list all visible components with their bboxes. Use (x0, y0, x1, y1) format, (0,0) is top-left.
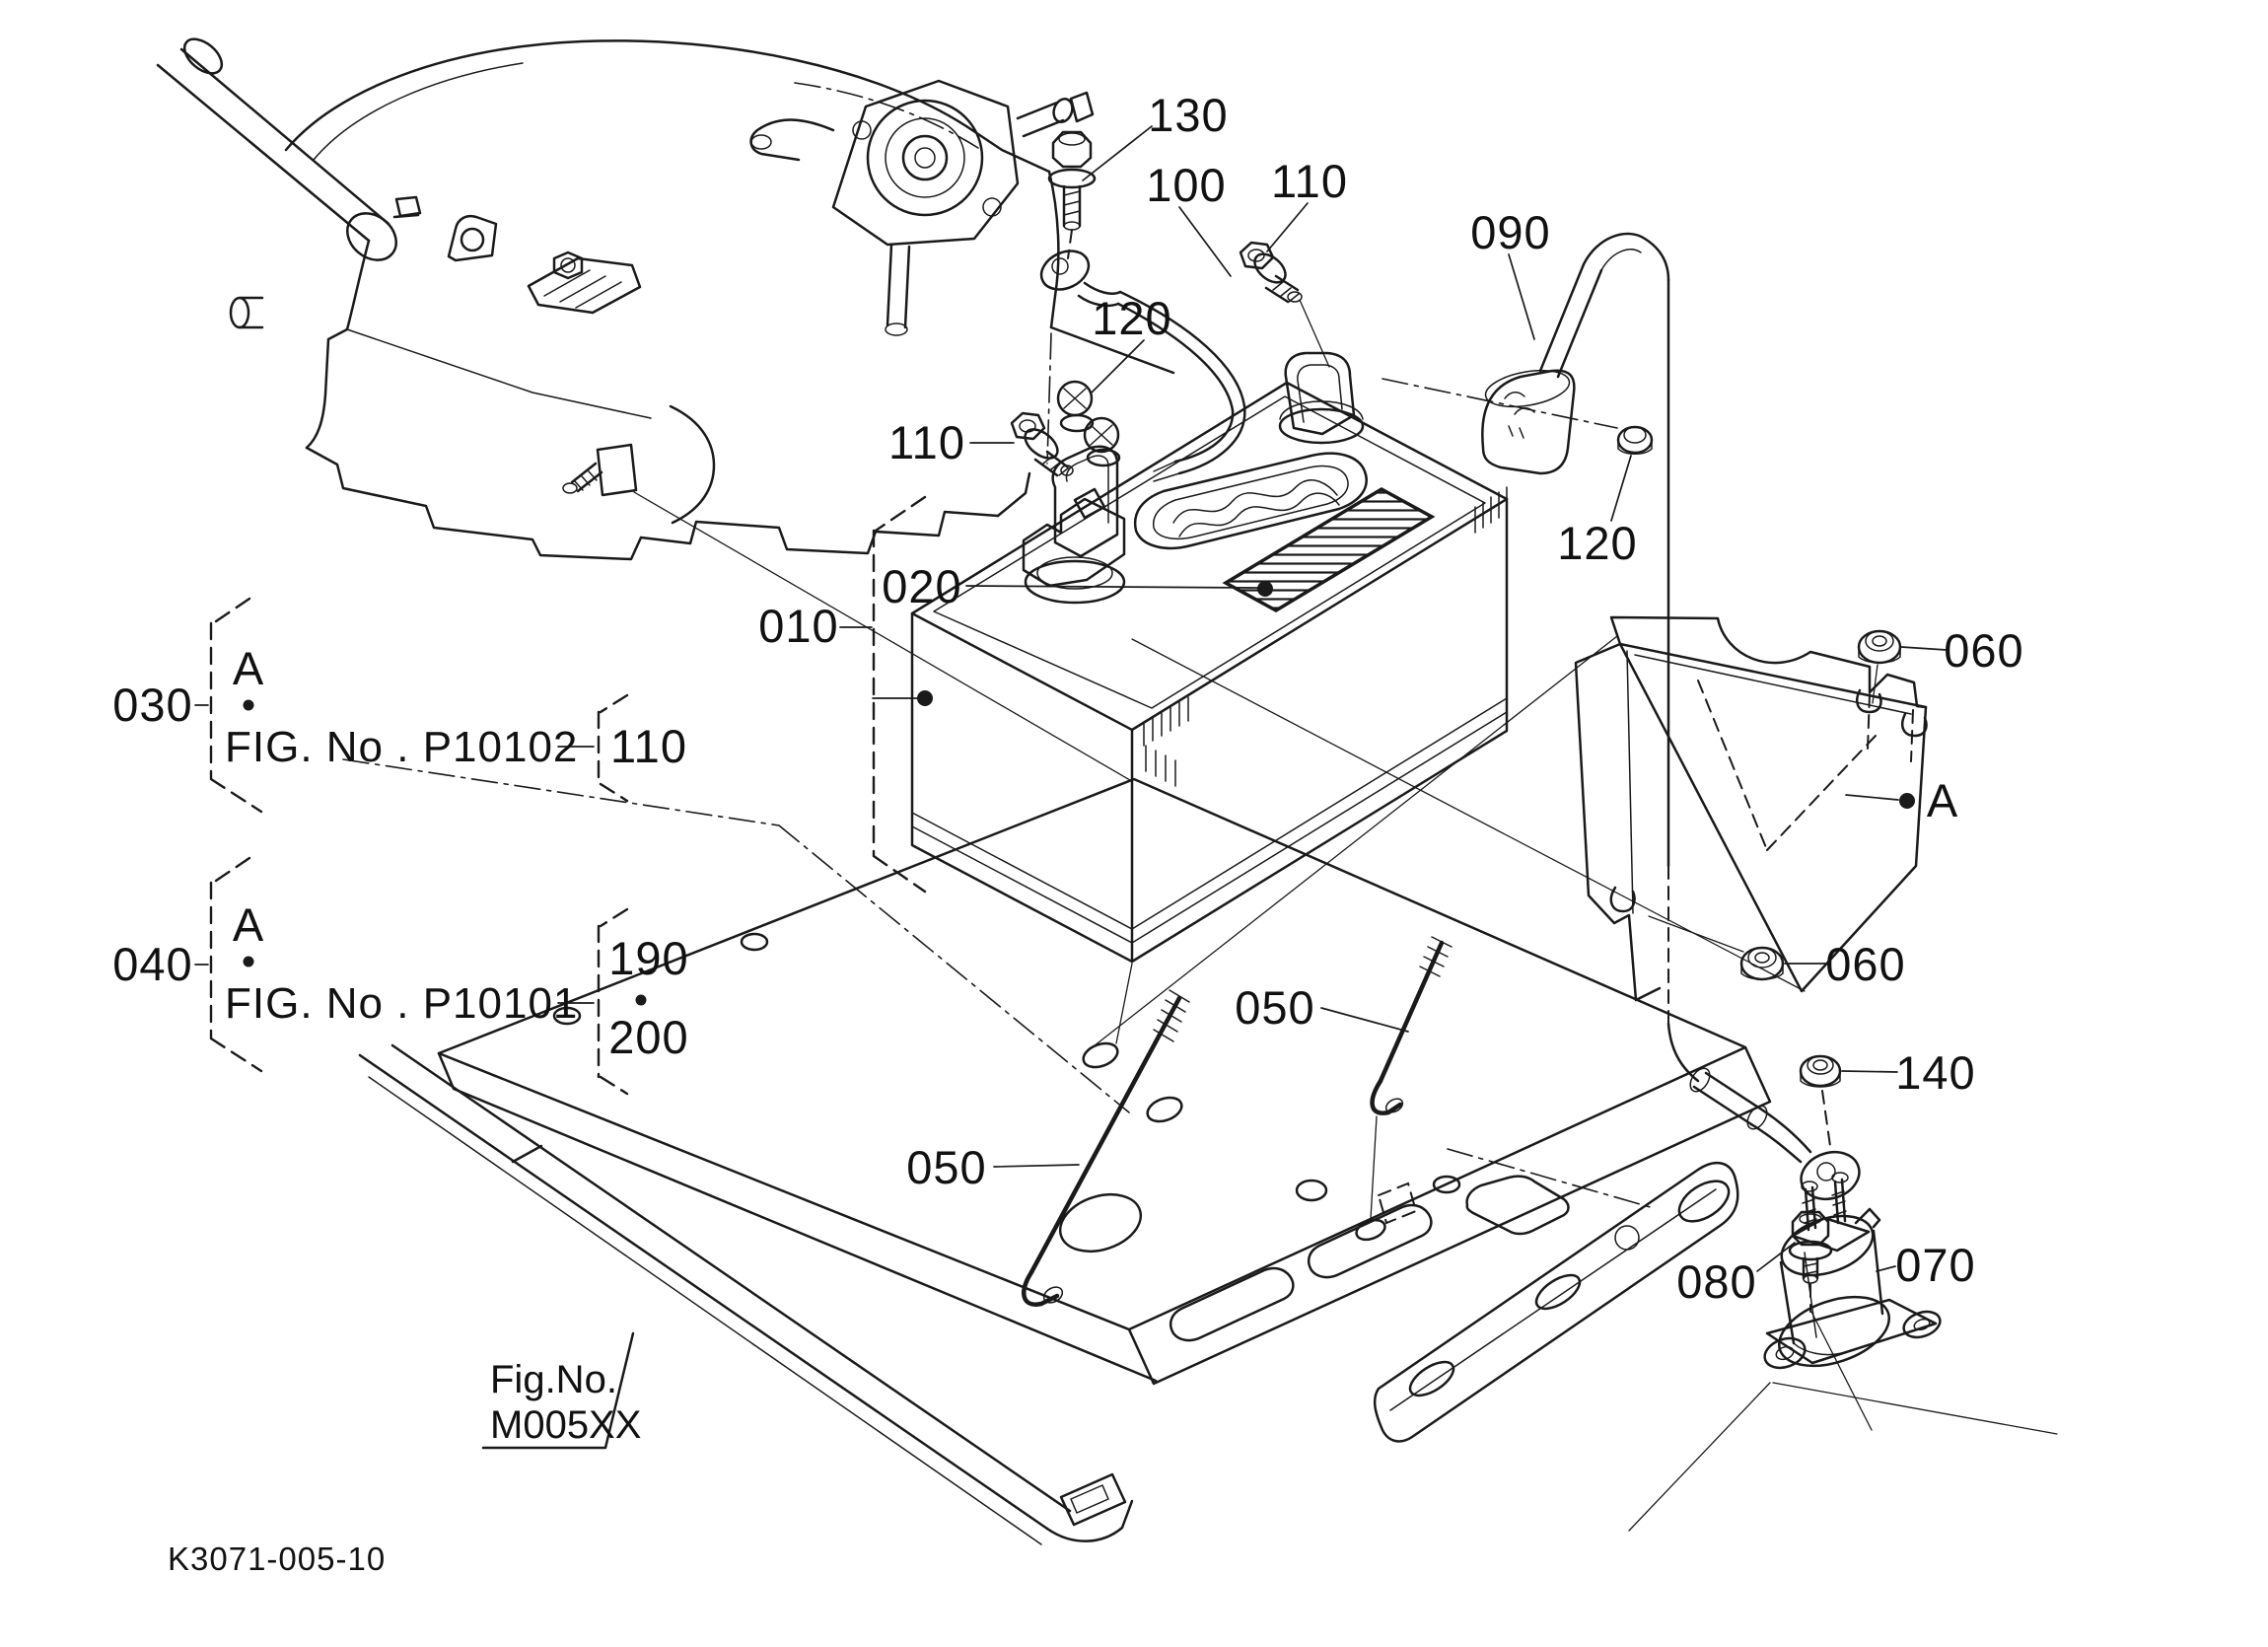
callout-010: 010 (758, 600, 838, 652)
terminal-boot-090 (1481, 369, 1576, 475)
callout-080: 080 (1676, 1255, 1756, 1308)
fig-ref-040: FIG. No . P10101 (225, 979, 578, 1028)
nut-140 (1799, 1054, 1842, 1147)
j-bolt-left (1022, 989, 1190, 1307)
bolt-110-battery (1010, 411, 1074, 477)
callout-020: 020 (882, 560, 961, 612)
engine-outline (156, 37, 1175, 561)
reference-dots (243, 581, 1915, 1006)
battery-label-sticker (1222, 486, 1436, 613)
fig-ref-030: FIG. No . P10102 (225, 723, 578, 771)
group-brackets (209, 495, 927, 1096)
fig-box-line1: Fig.No. (490, 1358, 617, 1401)
nut-060-top (1857, 629, 1902, 704)
callout-A: A (1927, 774, 1958, 826)
callout-190: 190 (608, 932, 688, 984)
callout-130: 130 (1148, 89, 1228, 141)
static-texts: FIG. No . P10102 FIG. No . P10101 Fig.No… (168, 723, 641, 1577)
figure-number-callout (481, 1331, 635, 1450)
callout-050: 050 (906, 1141, 986, 1193)
nut-120-right (1382, 378, 1654, 455)
callout-040: 040 (112, 938, 192, 990)
bolt-080 (1788, 1210, 1833, 1313)
callout-140: 140 (1895, 1046, 1975, 1099)
callout-060: 060 (1825, 938, 1905, 990)
callout-110: 110 (1271, 155, 1348, 207)
j-bolt-right (1370, 936, 1453, 1220)
callout-200: 200 (608, 1011, 688, 1063)
callout-050: 050 (1235, 981, 1314, 1034)
callout-A: A (233, 898, 264, 951)
callout-110: 110 (888, 416, 965, 468)
nut-060-bottom (1648, 915, 1785, 981)
drawing-number: K3071-005-10 (168, 1540, 386, 1577)
callout-A: A (233, 642, 264, 694)
callout-120: 120 (1092, 292, 1171, 344)
battery (910, 351, 1509, 964)
battery-tray (358, 777, 1772, 1545)
callout-090: 090 (1470, 206, 1550, 258)
battery-cable-100 (1039, 250, 1246, 482)
callout-120: 120 (1557, 517, 1637, 569)
fig-box-line2: M005XX (490, 1403, 641, 1447)
bolt-130 (1047, 130, 1097, 259)
bolt-110-top (1239, 241, 1330, 368)
callout-110: 110 (610, 720, 687, 772)
leader-lines (194, 125, 1948, 1272)
callout-060: 060 (1944, 624, 2023, 677)
callout-070: 070 (1895, 1239, 1975, 1291)
callout-030: 030 (112, 679, 192, 731)
callout-100: 100 (1146, 159, 1226, 211)
